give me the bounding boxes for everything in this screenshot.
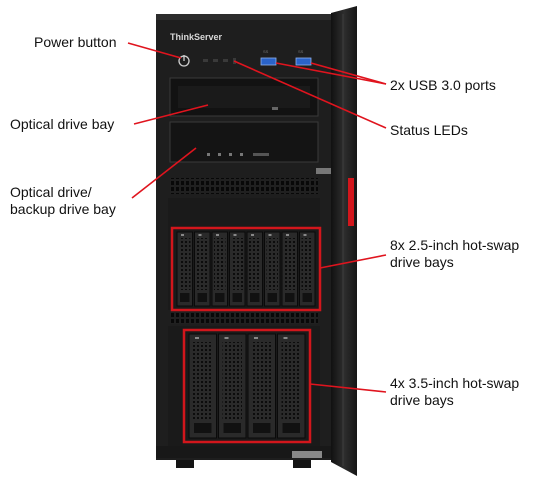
callout-line-leds bbox=[233, 60, 387, 129]
status-leds-label: Status LEDs bbox=[390, 122, 468, 138]
drive-bays-25-highlight bbox=[170, 226, 322, 312]
backup-drive-bay[interactable] bbox=[169, 121, 319, 163]
hotswap-25-label-line1: 8x 2.5-inch hot-swap bbox=[390, 237, 520, 253]
drive-bays-35 bbox=[188, 333, 306, 439]
callout-line-25 bbox=[319, 254, 387, 269]
optical-drive-bay-label: Optical drive bay bbox=[10, 116, 115, 132]
optical-backup-label-line2: backup drive bay bbox=[10, 201, 116, 217]
drive-bay-25-8[interactable] bbox=[299, 231, 316, 307]
power-button-label: Power button bbox=[34, 34, 117, 50]
open-front-door bbox=[331, 6, 357, 476]
drive-bay-35-4[interactable] bbox=[277, 333, 306, 439]
door-hinge-top bbox=[316, 168, 336, 174]
drive-bays-25 bbox=[176, 231, 316, 307]
optical-backup-drive-bay-label: Optical drive/ backup drive bay bbox=[10, 184, 116, 218]
drive-bay-25-6[interactable] bbox=[264, 231, 281, 307]
callout-line-backup bbox=[131, 147, 197, 199]
callout-line-35 bbox=[309, 383, 387, 393]
drive-bay-35-1[interactable] bbox=[188, 333, 217, 439]
usb-port-marking-1: SS bbox=[263, 49, 269, 54]
drive-bay-25-7[interactable] bbox=[281, 231, 298, 307]
usb-port-1[interactable] bbox=[260, 57, 277, 66]
drive-bays-35-highlight bbox=[182, 328, 312, 444]
chassis-top-edge bbox=[156, 14, 336, 20]
thinkserver-logo: ThinkServer bbox=[170, 32, 223, 42]
front-vent-upper bbox=[170, 178, 318, 194]
power-icon[interactable] bbox=[178, 55, 190, 67]
callout-line-optical bbox=[133, 104, 209, 125]
hotswap-35-label-line1: 4x 3.5-inch hot-swap bbox=[390, 375, 520, 391]
drive-bay-35-3[interactable] bbox=[247, 333, 276, 439]
hotswap-25-label: 8x 2.5-inch hot-swap drive bays bbox=[390, 237, 519, 271]
hotswap-25-label-line2: drive bays bbox=[390, 254, 454, 270]
optical-drive-eject-icon[interactable] bbox=[272, 107, 278, 110]
callout-line-usb-1 bbox=[275, 62, 387, 85]
drive-bay-25-1[interactable] bbox=[176, 231, 193, 307]
drive-bay-35-2[interactable] bbox=[218, 333, 247, 439]
drive-bay-25-5[interactable] bbox=[246, 231, 263, 307]
hotswap-35-label-line2: drive bays bbox=[390, 392, 454, 408]
chassis-bottom-strip bbox=[156, 446, 336, 458]
drive-bay-25-3[interactable] bbox=[211, 231, 228, 307]
front-vent-middle bbox=[170, 310, 318, 324]
usb-port-2[interactable] bbox=[295, 57, 312, 66]
callout-lines bbox=[127, 42, 387, 393]
callout-line-power bbox=[127, 42, 182, 59]
server-foot-right bbox=[293, 457, 311, 468]
door-handle[interactable] bbox=[348, 178, 354, 226]
hotswap-35-label: 4x 3.5-inch hot-swap drive bays bbox=[390, 375, 519, 409]
callout-line-usb-2 bbox=[310, 62, 387, 85]
optical-drive-tray bbox=[178, 86, 310, 108]
usb-port-marking-2: SS bbox=[298, 49, 304, 54]
drive-bay-25-2[interactable] bbox=[194, 231, 211, 307]
usb-ports-label: 2x USB 3.0 ports bbox=[390, 77, 496, 93]
drive-bay-25-4[interactable] bbox=[229, 231, 246, 307]
optical-backup-label-line1: Optical drive/ bbox=[10, 184, 92, 200]
server-foot-left bbox=[176, 457, 194, 468]
door-hinge-bottom bbox=[292, 451, 322, 458]
backup-bay-indicators bbox=[207, 153, 269, 156]
